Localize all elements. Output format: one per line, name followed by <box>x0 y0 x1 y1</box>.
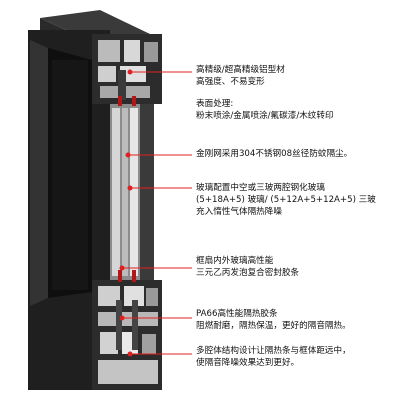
callout-line: 玻璃配置中空或三玻两腔钢化玻璃 <box>196 183 325 193</box>
callout-surface-treatment: 表面处理: 粉末喷涂/金属喷涂/氟碳漆/木纹转印 <box>196 98 334 122</box>
callout-line: 粉末喷涂/金属喷涂/氟碳漆/木纹转印 <box>196 111 334 121</box>
callout-line: 充入惰性气体隔热降噪 <box>196 207 282 217</box>
callout-line: 使隔音降噪效果达到更好。 <box>196 358 300 368</box>
callout-dots <box>119 69 133 357</box>
callout-multi-cavity: 多腔体结构设计让隔热条与框体距远中， 使隔音降噪效果达到更好。 <box>196 345 351 369</box>
callout-line: 三元乙丙发泡复合密封胶条 <box>196 268 300 278</box>
callout-line: 表面处理: <box>196 99 234 109</box>
callout-line: 金刚网采用304不锈钢08丝径防蚊隔尘。 <box>196 149 353 159</box>
callout-pa66-strip: PA66高性能隔热胶条 阻燃耐磨，隔热保温，更好的隔音隔热。 <box>196 308 351 332</box>
callout-line: 高强度、不易变形 <box>196 77 265 87</box>
callout-line: 高精级/超高精级铝型材 <box>196 65 285 75</box>
callout-diamond-mesh: 金刚网采用304不锈钢08丝径防蚊隔尘。 <box>196 148 352 160</box>
callout-glass-config: 玻璃配置中空或三玻两腔钢化玻璃 (5+18A+5) 玻璃/ (5+12A+5+1… <box>196 182 376 218</box>
callout-line: (5+18A+5) 玻璃/ (5+12A+5+12A+5) 三玻 <box>196 195 376 205</box>
callout-line: 阻燃耐磨，隔热保温，更好的隔音隔热。 <box>196 321 351 331</box>
callout-line: PA66高性能隔热胶条 <box>196 309 278 319</box>
callout-line: 多腔体结构设计让隔热条与框体距远中， <box>196 346 351 356</box>
callout-seal-strip: 框扇内外玻璃高性能 三元乙丙发泡复合密封胶条 <box>196 255 299 279</box>
callout-leaders <box>122 71 192 355</box>
window-frame-illustration <box>28 10 162 390</box>
callout-aluminum-profile: 高精级/超高精级铝型材 高强度、不易变形 <box>196 64 285 88</box>
callout-line: 框扇内外玻璃高性能 <box>196 256 274 266</box>
